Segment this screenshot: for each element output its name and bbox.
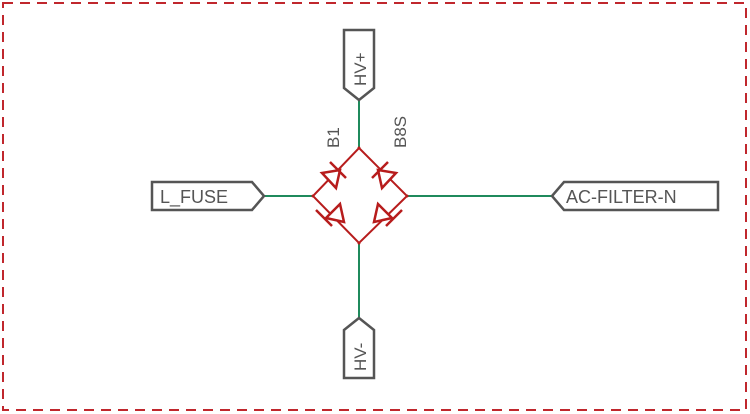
port-hv-minus-shape (342, 316, 376, 380)
port-l-fuse-label: L_FUSE (160, 187, 228, 208)
junctions (311, 146, 409, 245)
diode-top-left-icon (319, 161, 347, 191)
port-l-fuse[interactable]: L_FUSE (150, 180, 266, 212)
diode-top-right-icon (371, 161, 399, 191)
port-hv-plus[interactable]: HV+ (342, 28, 376, 102)
port-ac-filter-n[interactable]: AC-FILTER-N (550, 180, 720, 212)
wires (264, 100, 552, 318)
bridge-outline (311, 146, 409, 245)
port-hv-plus-shape (342, 28, 376, 102)
diode-bottom-right-icon (372, 201, 403, 227)
component-value: B8S (391, 116, 410, 148)
port-hv-minus[interactable]: HV- (342, 316, 376, 380)
bridge-rectifier[interactable] (311, 146, 409, 245)
port-ac-filter-n-label: AC-FILTER-N (566, 187, 677, 207)
diode-bottom-left-icon (315, 201, 346, 227)
port-ac-filter-n-shape (550, 180, 720, 212)
port-l-fuse-shape (150, 180, 266, 212)
port-hv-minus-label: HV- (351, 343, 370, 371)
port-hv-plus-label: HV+ (351, 52, 370, 86)
component-refdes: B1 (324, 127, 343, 148)
